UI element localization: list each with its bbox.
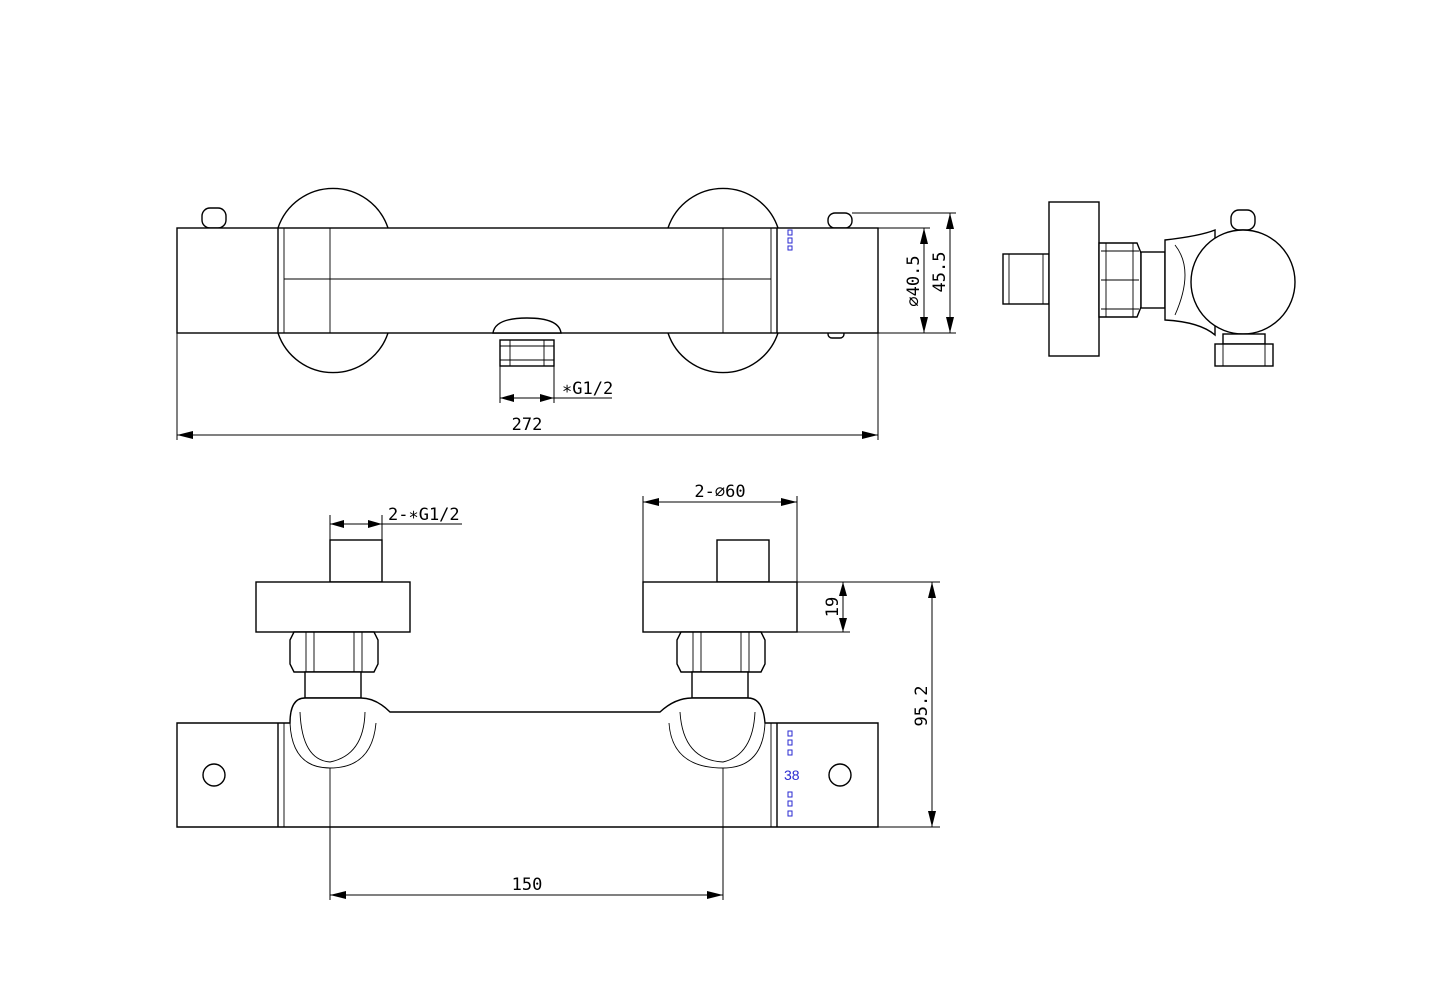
side-escutcheon bbox=[1048, 201, 1100, 357]
right-top-knob bbox=[827, 212, 853, 229]
side-inlet-stub bbox=[1002, 253, 1050, 305]
dim-escutcheon-label: 2-∅60 bbox=[694, 482, 745, 502]
outlet-dome bbox=[492, 317, 562, 334]
top-view-body bbox=[176, 227, 879, 334]
scale-mark bbox=[787, 245, 793, 251]
left-top-knob bbox=[201, 207, 227, 229]
left-inlet-stub bbox=[329, 539, 383, 583]
left-escutcheon bbox=[255, 581, 411, 633]
left-disc-bottom-arc bbox=[277, 332, 389, 374]
scale-label: 38 bbox=[784, 767, 800, 783]
dim-centers-label: 150 bbox=[512, 875, 543, 895]
dim-height-label: 45.5 bbox=[930, 252, 950, 293]
left-disc-top-arc bbox=[277, 187, 389, 229]
scale-mark bbox=[787, 730, 793, 737]
left-mounting-hole bbox=[202, 763, 226, 787]
side-view bbox=[1002, 201, 1296, 367]
outlet-fitting bbox=[499, 339, 555, 367]
right-disc-top-arc bbox=[667, 187, 779, 229]
right-mounting-hole bbox=[828, 763, 852, 787]
side-outlet-fitting bbox=[1214, 343, 1274, 367]
scale-mark bbox=[787, 237, 793, 244]
side-outlet-neck bbox=[1222, 333, 1266, 345]
side-top-knob bbox=[1230, 209, 1256, 231]
left-hex-nut bbox=[289, 631, 379, 673]
dim-outlet-thread-label: ∗G1/2 bbox=[562, 379, 613, 399]
side-cylinder-end bbox=[1190, 229, 1296, 335]
front-body bbox=[176, 697, 879, 828]
right-neck bbox=[691, 671, 749, 699]
dim-length-label: 272 bbox=[512, 415, 543, 435]
side-neck bbox=[1140, 251, 1166, 309]
dim-dia-label: ∅40.5 bbox=[904, 255, 924, 306]
right-inlet-stub bbox=[716, 539, 770, 583]
scale-mark bbox=[787, 810, 793, 817]
scale-mark bbox=[787, 739, 793, 746]
right-escutcheon bbox=[642, 581, 798, 633]
dim-inlet-thread-label: 2-∗G1/2 bbox=[388, 505, 460, 525]
dim-total-height-label: 95.2 bbox=[912, 686, 932, 727]
left-neck bbox=[304, 671, 362, 699]
scale-mark bbox=[787, 800, 793, 807]
top-view: 272 ∗G1/2 ∅40.5 45.5 bbox=[176, 187, 956, 440]
right-hex-nut bbox=[676, 631, 766, 673]
scale-mark bbox=[787, 749, 793, 756]
dim-escutcheon-depth-label: 19 bbox=[823, 597, 843, 617]
scale-mark bbox=[787, 229, 793, 236]
front-view: 38 2-∗G1/2 2-∅60 19 95.2 bbox=[176, 482, 940, 900]
right-disc-bottom-arc bbox=[667, 332, 779, 374]
scale-mark bbox=[787, 791, 793, 798]
